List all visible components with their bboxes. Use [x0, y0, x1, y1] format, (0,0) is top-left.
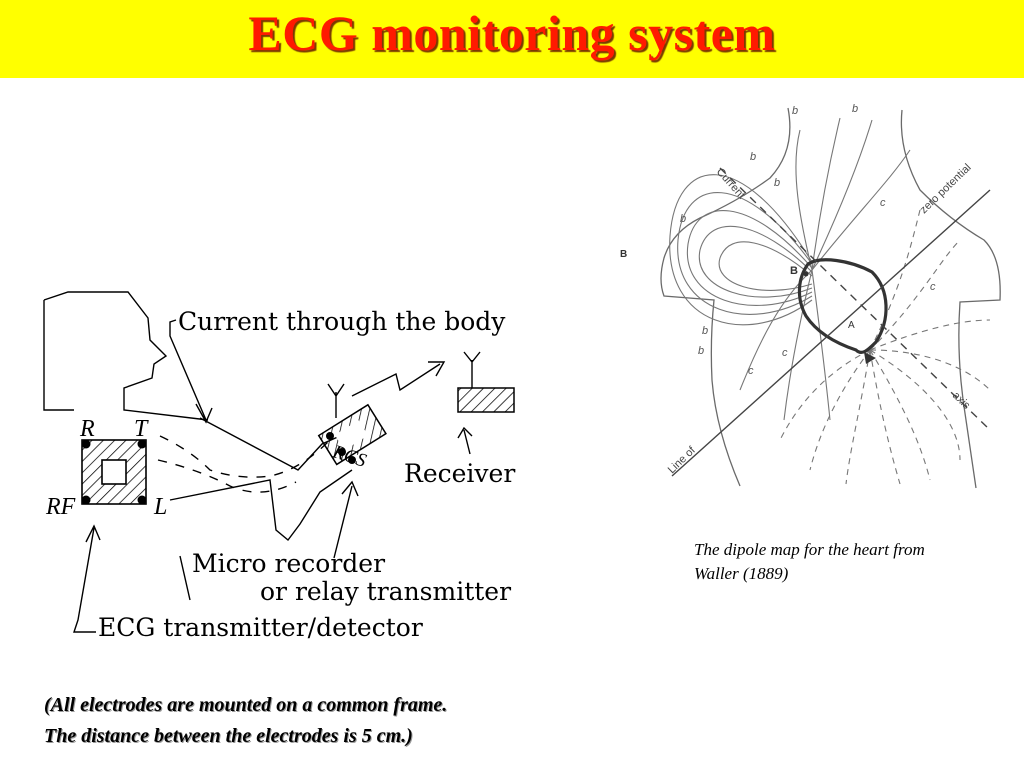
current-pointer: [169, 319, 213, 424]
label-receiver: Receiver: [404, 459, 515, 488]
electrode-R-label: R: [79, 416, 95, 442]
electrode-L-label: L: [153, 494, 167, 520]
contour-label-b-7: b: [698, 345, 704, 357]
label-ecg-transmitter: ECG transmitter/detector: [98, 613, 423, 642]
ecg-schematic: R T RF L RCS Current through the body Re…: [43, 291, 515, 642]
contours-solid: [669, 117, 911, 421]
body-outline: [43, 291, 209, 421]
electrode-T-dot: [137, 439, 147, 449]
contour-label-c-1: c: [880, 197, 886, 209]
electrode-L-dot: [137, 495, 147, 505]
micro-pointer: [333, 480, 359, 559]
contour-label-c-3: c: [782, 347, 788, 359]
title-bar: [0, 0, 1024, 78]
electrode-RF-dot: [81, 495, 91, 505]
label-current-through-body: Current through the body: [178, 307, 506, 336]
point-B-dot: [803, 271, 809, 277]
contour-label-b-5: b: [680, 213, 686, 225]
contour-label-c-4: c: [930, 281, 936, 293]
radio-link-arrowhead: [428, 361, 446, 377]
recorder-dot-3: [348, 456, 356, 464]
contour-label-b-6: b: [702, 325, 708, 337]
caption-line-1: The dipole map for the heart from: [694, 540, 925, 559]
recorder-antenna-icon: [327, 383, 345, 418]
contour-label-b-2: b: [852, 103, 858, 115]
caption-line-2: Waller (1889): [694, 564, 789, 583]
label-A: A: [848, 320, 855, 331]
label-axis: axis: [950, 390, 973, 413]
label-B-outer: B: [620, 249, 627, 260]
contour-label-c-2: c: [748, 365, 754, 377]
current-path: [159, 435, 331, 478]
contour-label-b-3: b: [750, 151, 756, 163]
contour-label-b-1: b: [792, 105, 798, 117]
page-title: ECG monitoring system: [248, 5, 776, 61]
electrode-frame-window: [101, 459, 127, 485]
current-path-2: [157, 459, 297, 493]
point-A-arrow: [864, 352, 876, 364]
heart-outline: [797, 258, 888, 355]
label-line-of: Line of: [666, 444, 699, 476]
recorder-dot-2: [338, 448, 346, 456]
electrode-T-label: T: [134, 416, 149, 442]
receiver-box: [457, 387, 515, 413]
torso-outline: [660, 107, 1001, 489]
recorder-dot-1: [326, 432, 334, 440]
note-line-1: (All electrodes are mounted on a common …: [44, 694, 448, 716]
label-B-inner: B: [790, 265, 798, 277]
ecg-pointer-2: [179, 555, 191, 601]
ecg-pointer: [73, 524, 101, 633]
electrode-RF-label: RF: [45, 494, 76, 520]
micro-recorder: [317, 403, 387, 466]
electrode-note: (All electrodes are mounted on a common …: [44, 690, 644, 752]
receiver-antenna-icon: [463, 351, 481, 388]
dipole-map-caption: The dipole map for the heart from Waller…: [694, 538, 1014, 586]
receiver-arrow: [457, 426, 473, 455]
label-zero-potential: zero potential: [918, 162, 974, 217]
label-micro-recorder-2: or relay transmitter: [260, 577, 511, 606]
note-line-2: The distance between the electrodes is 5…: [44, 725, 413, 747]
dipole-map: B B A Current zero potential axis Line o…: [620, 103, 1001, 489]
zero-potential-line: [671, 189, 991, 477]
electrode-R-dot: [81, 439, 91, 449]
radio-link: [351, 363, 441, 397]
contours-dashed: [779, 209, 991, 485]
contour-label-b-4: b: [774, 177, 780, 189]
label-micro-recorder-1: Micro recorder: [192, 549, 385, 578]
current-axis-line: [719, 167, 991, 431]
